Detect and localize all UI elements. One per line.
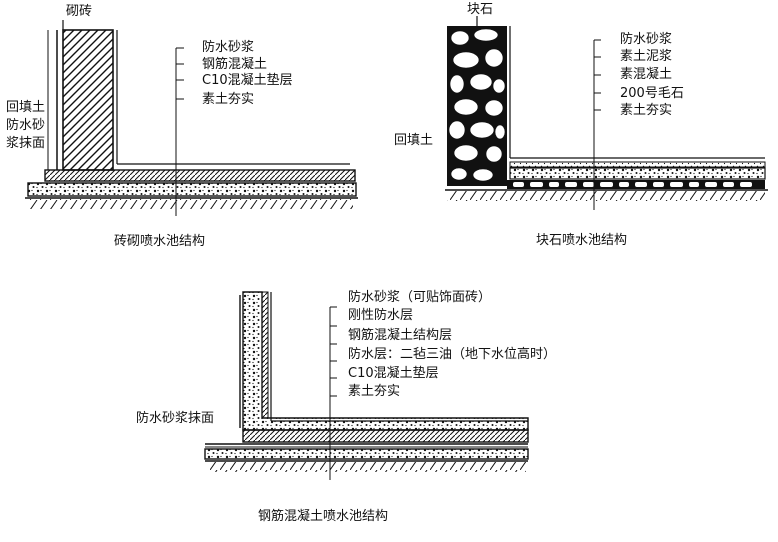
diagram-a-caption: 砖砌喷水池结构	[114, 234, 206, 249]
diagram-c-layer-6: 素土夯实	[348, 384, 401, 399]
diagram-c-layer-1: 防水砂浆（可贴饰面砖）	[348, 290, 492, 305]
diagram-b-layer-3: 素混凝土	[620, 67, 673, 82]
diagram-c-layer-4: 防水层：二毡三油（地下水位高时）	[348, 347, 557, 362]
diagram-b-top-label: 块石	[467, 2, 494, 17]
plain-concrete	[509, 167, 766, 180]
diagram-a-layer-4: 素土夯实	[202, 92, 255, 107]
diagram-b-caption: 块石喷水池结构	[536, 233, 628, 248]
diagram-c-drawing	[204, 291, 529, 480]
diagram-a-top-label: 砌砖	[66, 4, 93, 19]
diagram-a-layer-2: 钢筋混凝土	[202, 57, 268, 72]
diagram-a-left-label-3: 浆抹面	[6, 136, 46, 151]
diagram-c-layer-5: C10混凝土垫层	[348, 366, 439, 381]
diagram-c-caption: 钢筋混凝土喷水池结构	[258, 509, 389, 524]
diagram-c-layer-3: 钢筋混凝土结构层	[348, 328, 453, 343]
diagram-a-left-label-2: 防水砂	[6, 118, 46, 133]
diagram-b-layer-1: 防水砂浆	[620, 32, 673, 47]
brick-wall	[62, 29, 114, 171]
diagram-b-layer-2: 素土泥浆	[620, 49, 673, 64]
concrete-bed	[27, 182, 357, 197]
diagram-a-left-label-1: 回填土	[6, 100, 46, 115]
diagram-b-drawing	[445, 16, 768, 210]
diagram-c-left-label: 防水砂浆抹面	[136, 411, 215, 426]
diagram-b-left-label: 回填土	[394, 133, 434, 148]
diagram-a-layer-1: 防水砂浆	[202, 40, 255, 55]
diagram-a-drawing	[25, 20, 358, 216]
rc-structural-slab	[242, 429, 529, 443]
diagram-b-layer-5: 素土夯实	[620, 103, 673, 118]
diagram-b-layer-4: 200号毛石	[620, 86, 684, 101]
diagram-c-layer-2: 刚性防水层	[348, 308, 414, 323]
rc-slab	[44, 169, 356, 182]
c10-bed	[204, 448, 529, 460]
diagram-a-layer-3: C10混凝土垫层	[202, 73, 293, 88]
